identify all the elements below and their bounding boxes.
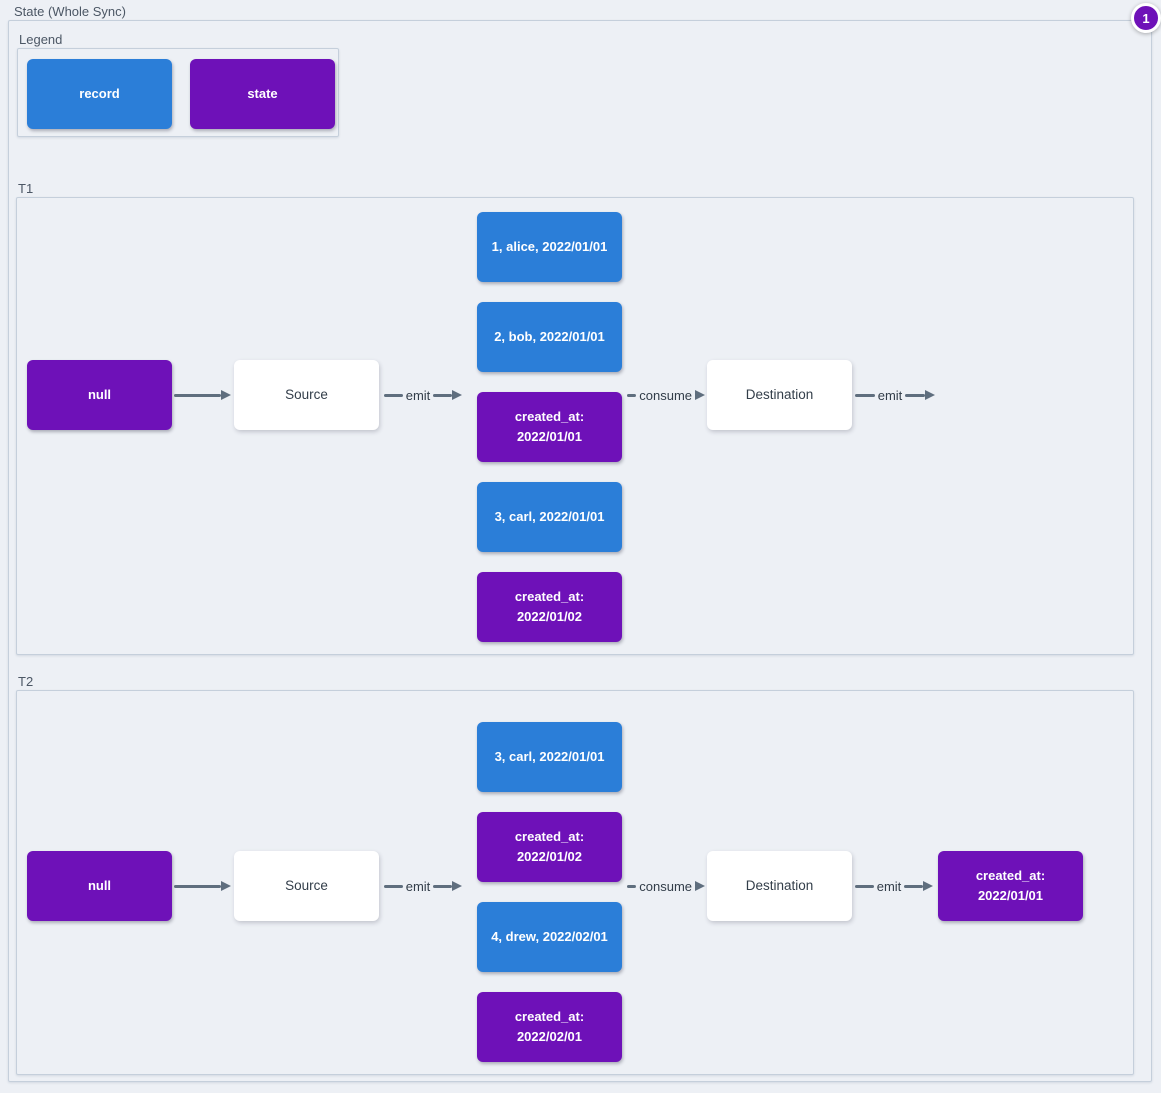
timeline-t1-container: T1 null Source emit 1, alice, 2022/01/01… (16, 181, 1134, 655)
t2-stack-item: created_at: 2022/01/02 (477, 812, 622, 882)
state-whole-sync-container: State (Whole Sync) Legend record state T… (8, 4, 1152, 1082)
annotation-badge: 1 (1131, 3, 1161, 33)
timeline-t2-title: T2 (18, 674, 34, 689)
edge-line (384, 393, 403, 397)
edge-line (384, 884, 403, 888)
edge-line (904, 884, 923, 888)
arrowhead-icon (452, 390, 462, 400)
t2-null-node: null (27, 851, 172, 921)
arrowhead-icon (925, 390, 935, 400)
t2-edge-null-to-source (174, 874, 231, 898)
edge-label-emit: emit (405, 878, 431, 894)
t1-stack-item: 3, carl, 2022/01/01 (477, 482, 622, 552)
edge-line (627, 393, 637, 397)
t2-edge-consume: consume (627, 874, 705, 898)
edge-line (855, 884, 874, 888)
arrowhead-icon (452, 881, 462, 891)
t1-source-node: Source (234, 360, 379, 430)
edge-line (174, 393, 221, 397)
t2-source-node: Source (234, 851, 379, 921)
edge-line (174, 884, 221, 888)
t1-stack-item: 2, bob, 2022/01/01 (477, 302, 622, 372)
edge-line (627, 884, 637, 888)
legend-title: Legend (19, 32, 63, 47)
t1-null-node: null (27, 360, 172, 430)
t1-edge-emit: emit (384, 383, 462, 407)
diagram-title: State (Whole Sync) (14, 4, 126, 19)
edge-line (905, 393, 925, 397)
t2-stack-item: 4, drew, 2022/02/01 (477, 902, 622, 972)
t1-stack-item: 1, alice, 2022/01/01 (477, 212, 622, 282)
t1-destination-node: Destination (707, 360, 852, 430)
timeline-t1-title: T1 (18, 181, 34, 196)
edge-line (433, 884, 452, 888)
t1-stack-item: created_at: 2022/01/01 (477, 392, 622, 462)
edge-label-consume: consume (639, 387, 692, 403)
edge-line (433, 393, 452, 397)
timeline-t2-container: T2 null Source emit 3, carl, 2022/01/01 … (16, 674, 1134, 1075)
legend-state-node: state (190, 59, 335, 129)
t1-edge-emit-out: emit (855, 383, 935, 407)
t1-edge-null-to-source (174, 383, 231, 407)
edge-line (855, 393, 875, 397)
t2-output-state-node: created_at: 2022/01/01 (938, 851, 1083, 921)
t1-edge-consume: consume (627, 383, 705, 407)
legend-container: Legend record state (17, 32, 339, 137)
t2-edge-emit: emit (384, 874, 462, 898)
arrowhead-icon (221, 390, 231, 400)
edge-label-emit: emit (876, 878, 902, 894)
t2-stack-item: created_at: 2022/02/01 (477, 992, 622, 1062)
t2-stack-item: 3, carl, 2022/01/01 (477, 722, 622, 792)
t2-destination-node: Destination (707, 851, 852, 921)
arrowhead-icon (221, 881, 231, 891)
t2-edge-emit-out: emit (855, 874, 933, 898)
arrowhead-icon (695, 881, 705, 891)
edge-label-consume: consume (639, 878, 692, 894)
edge-label-emit: emit (877, 387, 903, 403)
legend-record-node: record (27, 59, 172, 129)
arrowhead-icon (923, 881, 933, 891)
t1-stack-item: created_at: 2022/01/02 (477, 572, 622, 642)
edge-label-emit: emit (405, 387, 431, 403)
arrowhead-icon (695, 390, 705, 400)
